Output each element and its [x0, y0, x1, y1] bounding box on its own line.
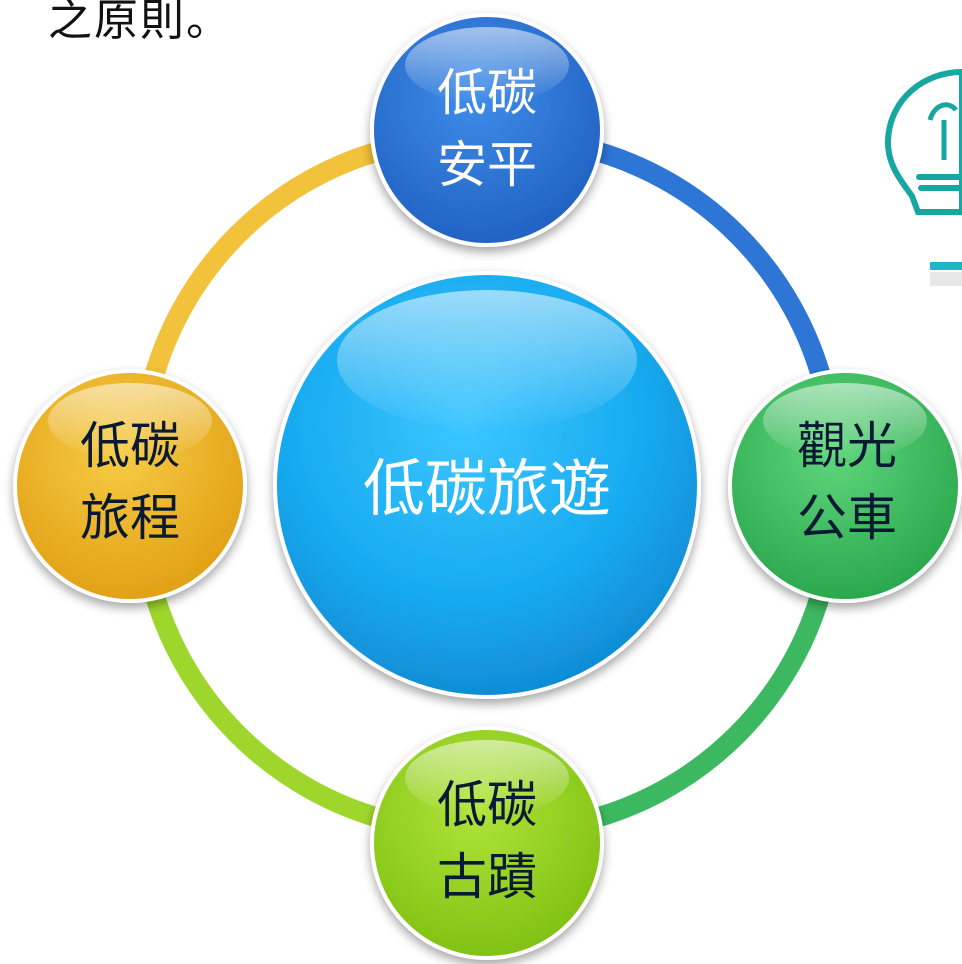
ring-arc-bottom-left [140, 568, 404, 832]
node-right [728, 369, 962, 603]
node-left [13, 369, 247, 603]
decorative-bar [930, 262, 962, 270]
node-top [370, 13, 604, 247]
center-node [273, 271, 701, 699]
ring-arc-bottom-right [571, 568, 835, 832]
header-text: 之原則。 [48, 0, 232, 46]
center-label: 低碳旅遊 [363, 452, 611, 525]
lightbulb-icon [884, 68, 962, 215]
node-right-label-line2: 公車 [797, 489, 897, 547]
cycle-ring [140, 137, 835, 832]
node-right-label-line1: 觀光 [797, 417, 897, 475]
node-top-label-line1: 低碳 [437, 64, 537, 122]
ring-arc-top-right [571, 137, 835, 401]
node-top-label-line2: 安平 [437, 136, 537, 194]
node-bottom-label-line1: 低碳 [437, 776, 537, 834]
ring-arc-top-left [140, 137, 404, 401]
node-left-label-line1: 低碳 [80, 417, 180, 475]
decorative-bar-shadow [930, 272, 962, 286]
node-bottom-label-line2: 古蹟 [437, 848, 537, 906]
node-bottom [370, 726, 604, 960]
node-left-label-line2: 旅程 [80, 489, 180, 547]
